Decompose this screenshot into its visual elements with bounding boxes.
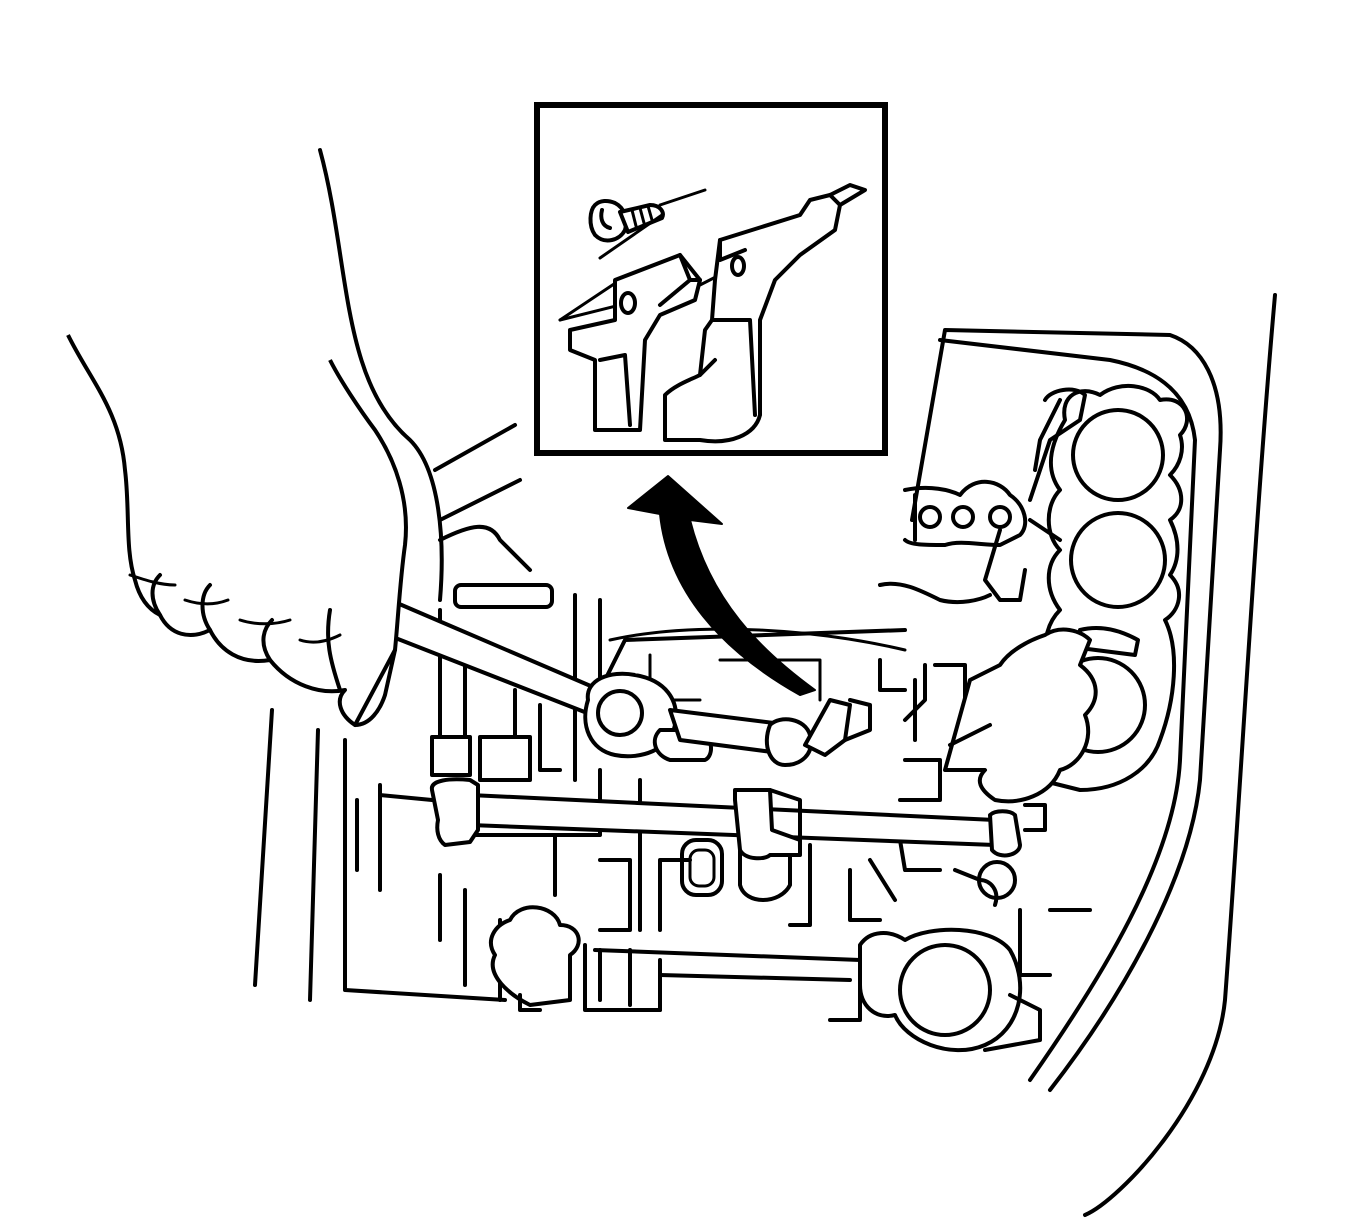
transmission-housing <box>253 148 1277 1217</box>
detent-bracket <box>943 627 1098 804</box>
bolt-icon <box>588 198 665 243</box>
hand-with-wrench <box>66 334 872 767</box>
removal-arrow <box>627 475 816 696</box>
bracket-piece-left <box>568 253 702 432</box>
small-plate <box>878 479 1028 605</box>
detail-inset <box>534 102 888 456</box>
valve-body <box>355 583 1092 1053</box>
bracket-piece-right <box>663 183 867 444</box>
manual-shaft <box>378 777 1022 861</box>
